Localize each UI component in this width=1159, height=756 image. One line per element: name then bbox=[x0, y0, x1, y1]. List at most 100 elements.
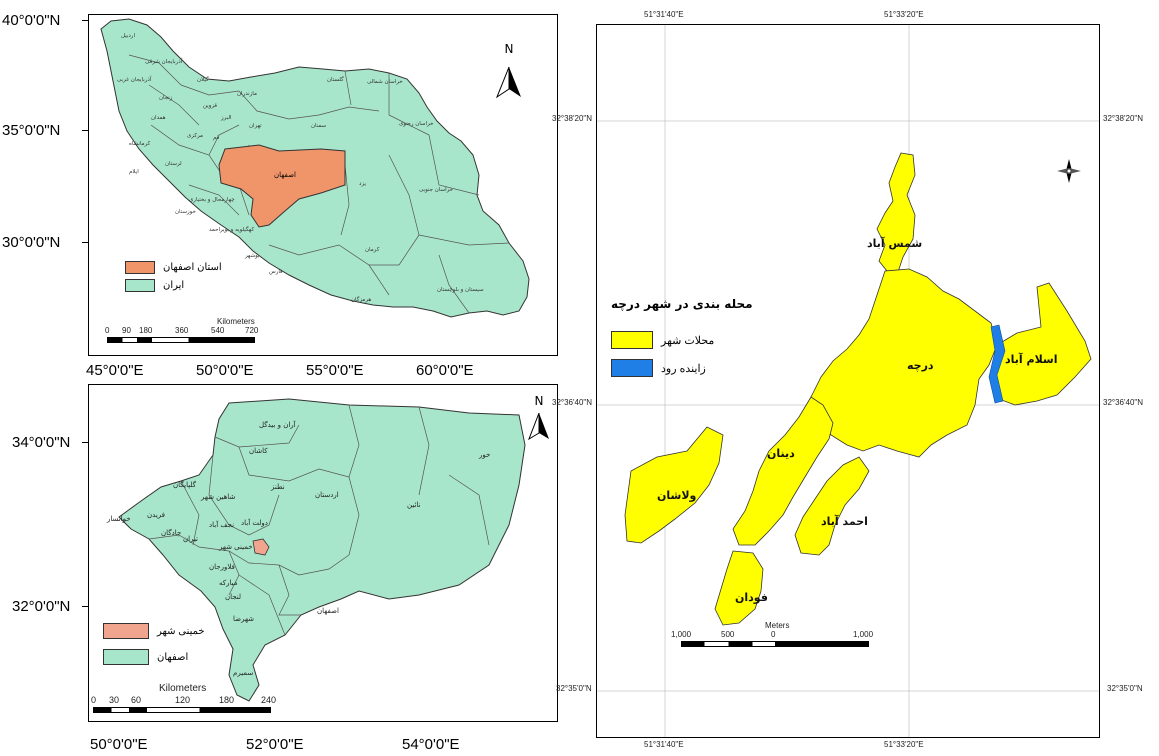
svg-text:لنجان: لنجان bbox=[225, 593, 241, 601]
svg-text:خراسان جنوبی: خراسان جنوبی bbox=[419, 187, 453, 193]
svg-text:نجف آباد: نجف آباد bbox=[209, 520, 234, 529]
iran-lat-tick-0 bbox=[82, 20, 88, 21]
dorcheh-scale-tick-1: 500 bbox=[721, 630, 735, 639]
label-dinan: دینان bbox=[767, 447, 795, 460]
svg-text:زنجان: زنجان bbox=[159, 95, 173, 101]
svg-text:نائین: نائین bbox=[407, 501, 421, 509]
isfahan-legend-swatch-0 bbox=[103, 623, 149, 639]
svg-text:مرکزی: مرکزی bbox=[187, 132, 203, 139]
dorcheh-scale-tick-2: 0 bbox=[771, 630, 776, 639]
iran-legend-swatch-0 bbox=[125, 261, 155, 274]
dorcheh-map-panel: شمس آباد درچه اسلام آباد دینان ولاشان اح… bbox=[596, 24, 1100, 738]
dorcheh-legend-swatch-0 bbox=[611, 331, 653, 349]
isfahan-lat-tick-1 bbox=[82, 606, 88, 607]
dorcheh-scale-title: Meters bbox=[765, 621, 790, 630]
iran-north-arrow bbox=[495, 66, 521, 99]
isfahan-scale-tick-0: 0 bbox=[91, 695, 97, 705]
svg-text:سمنان: سمنان bbox=[311, 123, 327, 129]
dorcheh-bottom-lon-0: 51°31'40"E bbox=[644, 740, 684, 749]
iran-legend-item-1: ایران bbox=[125, 279, 184, 292]
svg-text:اردستان: اردستان bbox=[315, 491, 339, 499]
isfahan-legend-item-0: خمینی شهر bbox=[103, 623, 205, 639]
label-foudan: فودان bbox=[735, 591, 768, 604]
svg-text:چهارمحال و بختیاری: چهارمحال و بختیاری bbox=[189, 197, 235, 203]
iran-map-svg: اصفهان اردبیل آذربایجان شرقی آذربایجان غ… bbox=[100, 18, 530, 318]
dorcheh-neighborhood-labels: شمس آباد درچه اسلام آباد دینان ولاشان اح… bbox=[657, 236, 1058, 604]
svg-text:سمیرم: سمیرم bbox=[233, 669, 253, 677]
isfahan-lon-label-0: 50°0'0"E bbox=[90, 736, 148, 753]
isfahan-county-boundaries bbox=[148, 404, 490, 636]
isfahan-map-panel: آران و بیدگل کاشان خور اردستان نطنز نائی… bbox=[88, 384, 558, 722]
svg-text:گلپایگان: گلپایگان bbox=[173, 480, 197, 489]
iran-legend-swatch-1 bbox=[125, 279, 155, 292]
iran-scale-tick-2: 180 bbox=[139, 326, 153, 335]
isfahan-lat-label-1: 32°0'0"N bbox=[12, 598, 71, 615]
svg-text:تهران: تهران bbox=[249, 123, 262, 129]
svg-text:هرمزگان: هرمزگان bbox=[351, 296, 371, 303]
isfahan-scale-tick-4: 180 bbox=[219, 695, 235, 705]
dorcheh-right-lat-0: 32°38'20"N bbox=[1103, 114, 1144, 123]
isfahan-scale-tick-5: 240 bbox=[261, 695, 277, 705]
svg-text:کرمانشاه: کرمانشاه bbox=[129, 140, 151, 147]
iran-lat-tick-1 bbox=[82, 130, 88, 131]
iran-scale-bar bbox=[107, 337, 255, 343]
neighborhood-eslam-abad bbox=[992, 282, 1092, 406]
iran-scale-tick-4: 540 bbox=[211, 326, 225, 335]
isfahan-lon-label-1: 52°0'0"E bbox=[246, 736, 304, 753]
dorcheh-left-lat-2: 32°35'0"N bbox=[556, 684, 592, 693]
dorcheh-top-lon-1: 51°33'20"E bbox=[884, 10, 924, 19]
svg-text:تیران: تیران bbox=[183, 535, 198, 543]
svg-text:همدان: همدان bbox=[151, 115, 166, 121]
svg-text:گیلان: گیلان bbox=[197, 76, 209, 83]
svg-text:اردبیل: اردبیل bbox=[121, 33, 135, 39]
neighborhood-ahmad-abad bbox=[794, 456, 870, 556]
isfahan-lat-tick-0 bbox=[82, 442, 88, 443]
dorcheh-scale-tick-3: 1,000 bbox=[853, 630, 874, 639]
isfahan-legend-label-0: خمینی شهر bbox=[157, 625, 205, 637]
iran-lat-tick-2 bbox=[82, 242, 88, 243]
dorcheh-right-lat-1: 32°36'40"N bbox=[1103, 398, 1144, 407]
iran-legend-label-0: استان اصفهان bbox=[163, 262, 222, 273]
label-dorcheh: درچه bbox=[907, 359, 934, 372]
isfahan-scale-tick-1: 30 bbox=[109, 695, 120, 705]
iran-lon-label-2: 55°0'0"E bbox=[306, 362, 364, 379]
dorcheh-legend-item-0: محلات شهر bbox=[611, 331, 714, 349]
iran-lat-label-2: 30°0'0"N bbox=[2, 234, 61, 251]
iran-scale-tick-5: 720 bbox=[245, 326, 259, 335]
dorcheh-left-lat-0: 32°38'20"N bbox=[552, 114, 593, 123]
label-eslam-abad: اسلام آباد bbox=[1005, 352, 1058, 366]
svg-text:خراسان رضوی: خراسان رضوی bbox=[399, 121, 434, 127]
svg-text:البرز: البرز bbox=[220, 115, 232, 121]
svg-text:یزد: یزد bbox=[359, 181, 366, 187]
isfahan-north-label: N bbox=[535, 394, 544, 408]
iran-legend-label-1: ایران bbox=[163, 280, 185, 291]
dorcheh-legend-swatch-1 bbox=[611, 359, 653, 377]
dorcheh-compass-rose bbox=[1057, 159, 1081, 183]
isfahan-scale-bar bbox=[93, 707, 271, 713]
svg-text:فلاورجان: فلاورجان bbox=[209, 563, 235, 571]
label-valashan: ولاشان bbox=[657, 489, 697, 502]
svg-text:خور: خور bbox=[478, 451, 490, 459]
label-ahmad-abad: احمد آباد bbox=[821, 514, 868, 528]
dorcheh-left-lat-1: 32°36'40"N bbox=[552, 398, 593, 407]
neighborhood-foudan bbox=[714, 550, 764, 626]
svg-text:شهرضا: شهرضا bbox=[233, 615, 254, 623]
isfahan-province-highlight bbox=[218, 144, 346, 228]
neighborhood-dorcheh bbox=[810, 268, 998, 458]
svg-text:مازندران: مازندران bbox=[237, 91, 257, 97]
isfahan-legend-label-1: اصفهان bbox=[157, 651, 189, 663]
khomeini-shahr-highlight bbox=[252, 538, 270, 556]
isfahan-lat-label-0: 34°0'0"N bbox=[12, 434, 71, 451]
isfahan-county-labels: آران و بیدگل کاشان خور اردستان نطنز نائی… bbox=[106, 420, 490, 677]
iran-north-label: N bbox=[505, 42, 514, 56]
svg-text:آذربایجان شرقی: آذربایجان شرقی bbox=[145, 58, 183, 65]
isfahan-legend-swatch-1 bbox=[103, 649, 149, 665]
svg-text:خراسان شمالی: خراسان شمالی bbox=[367, 79, 403, 85]
dorcheh-bottom-lon-1: 51°33'20"E bbox=[884, 740, 924, 749]
dorcheh-scale-tick-0: 1,000 bbox=[671, 630, 692, 639]
neighborhood-valashan bbox=[624, 426, 724, 544]
svg-text:خوزستان: خوزستان bbox=[175, 209, 196, 215]
svg-text:لرستان: لرستان bbox=[165, 161, 182, 167]
zayandeh-river bbox=[988, 324, 1006, 404]
svg-text:فارس: فارس bbox=[269, 269, 283, 275]
